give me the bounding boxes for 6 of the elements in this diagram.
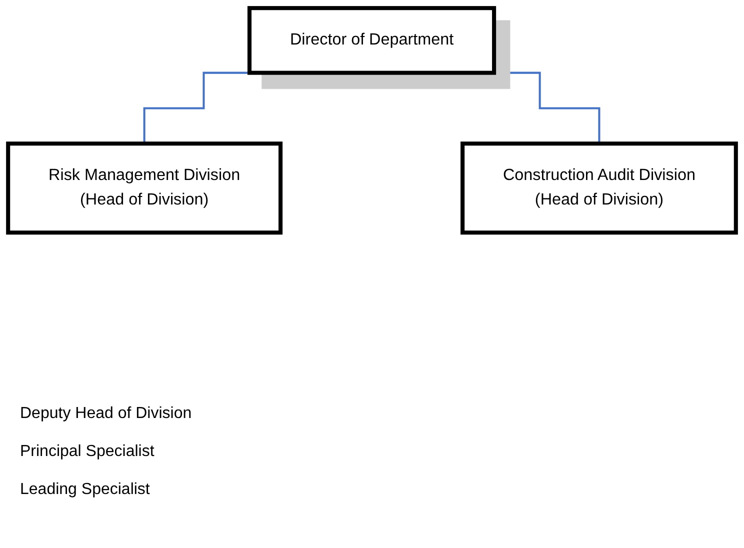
staff-position-text: Principal Specialist [20,443,154,461]
node-box: Risk Management Division (Head of Division) [6,142,283,235]
node-box: Construction Audit Division (Head of Division) [460,142,738,235]
node-box: Director of Department [247,6,496,75]
staff-position-text: Leading Specialist [20,481,150,499]
staff-position-text: Deputy Head of Division [20,405,192,423]
